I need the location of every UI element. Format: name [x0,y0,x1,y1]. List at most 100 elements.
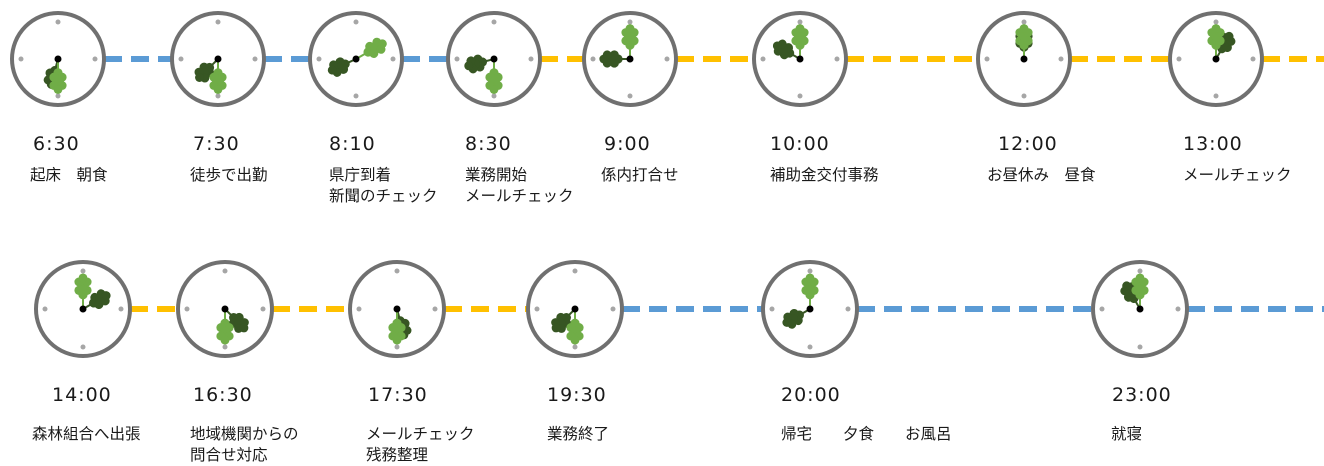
event-description-line: 業務開始 [465,166,528,184]
minute-hand [355,37,387,60]
event-description: 徒歩で出勤 [190,165,268,186]
hour-marker [80,268,86,274]
clock-pivot [626,55,634,63]
event-description-line: 帰宅 夕食 お風呂 [781,425,952,443]
clock-pivot [1020,55,1028,63]
clock-pivot [54,55,62,63]
hour-marker [984,56,990,62]
event-time: 7:30 [193,133,240,155]
clock-pivot [79,305,87,313]
event-description: 就寝 [1111,424,1142,445]
event-description-line: お昼休み 昼食 [987,166,1096,184]
hour-marker [432,306,438,312]
hour-marker [1137,268,1143,274]
event-description-line: 係内打合せ [601,166,679,184]
hour-marker [316,56,322,62]
hour-marker [222,268,228,274]
clock-pivot [806,305,814,313]
event-description: メールチェック残務整理 [366,424,475,466]
hour-marker [534,306,540,312]
event-time: 19:30 [547,384,607,406]
hour-marker [627,19,633,25]
clock-pivot [490,55,498,63]
event-description: 業務終了 [547,424,609,445]
hour-marker [252,56,258,62]
event-description-line: メールチェック [1183,166,1292,184]
hour-hand [551,308,576,333]
event-time: 9:00 [604,133,651,155]
hour-marker [184,306,190,312]
event-time: 10:00 [770,133,830,155]
hour-marker [394,268,400,274]
clock-icon [752,11,848,107]
hour-hand [327,57,357,77]
hour-hand [194,58,219,83]
event-description-line: 新聞のチェック [329,187,438,205]
event-time: 20:00 [781,384,841,406]
hour-marker [1137,344,1143,350]
hour-marker [55,19,61,25]
hour-marker [610,306,616,312]
event-description: 県庁到着新聞のチェック [329,165,438,207]
clock-icon [170,11,266,107]
hour-marker [92,56,98,62]
hour-marker [1021,93,1027,99]
clock-pivot [393,305,401,313]
event-time: 16:30 [193,384,253,406]
minute-hand [216,309,234,345]
minute-hand [1015,24,1033,59]
hour-marker [572,344,578,350]
clock-icon [308,11,404,107]
event-description-line: 森林組合へ出張 [32,425,141,443]
clock-pivot [1212,55,1220,63]
clock-icon [1168,11,1264,107]
clock-pivot [221,305,229,313]
hour-marker [1021,19,1027,25]
hour-marker [807,268,813,274]
hour-marker [353,19,359,25]
hour-marker [572,268,578,274]
minute-hand [1207,24,1225,59]
hour-marker [454,56,460,62]
event-description-line: 残務整理 [366,446,429,464]
event-time: 14:00 [52,384,112,406]
hour-marker [1099,306,1105,312]
clock-icon [976,11,1072,107]
minute-hand [49,59,67,94]
hour-hand [599,50,630,68]
hour-marker [760,56,766,62]
event-description: メールチェック [1183,165,1292,186]
event-description-line: 問合せ対応 [190,446,268,464]
clock-pivot [1136,305,1144,313]
event-description: 地域機関からの問合せ対応 [190,424,299,466]
hour-marker [18,56,24,62]
event-time: 12:00 [998,133,1058,155]
hour-marker [215,19,221,25]
hour-marker [797,93,803,99]
hour-marker [491,19,497,25]
event-description: 補助金交付事務 [770,165,879,186]
hour-hand [82,289,111,310]
event-description-line: メールチェック [366,425,475,443]
event-description-line: 起床 朝食 [30,166,108,184]
event-description: 帰宅 夕食 お風呂 [781,424,952,445]
hour-marker [222,344,228,350]
hour-hand [464,54,495,74]
hour-marker [390,56,396,62]
hour-marker [356,306,362,312]
clock-icon [1091,260,1189,358]
event-time: 8:30 [465,133,512,155]
event-description-line: メールチェック [465,187,574,205]
hour-marker [55,93,61,99]
minute-hand [1131,273,1149,309]
clock-pivot [571,305,579,313]
hour-marker [590,56,596,62]
event-description-line: 県庁到着 [329,166,392,184]
hour-hand [772,39,801,60]
hour-marker [1175,306,1181,312]
clock-icon [176,260,274,358]
hour-marker [1250,56,1256,62]
clock-icon [34,260,132,358]
clock-pivot [352,55,360,63]
